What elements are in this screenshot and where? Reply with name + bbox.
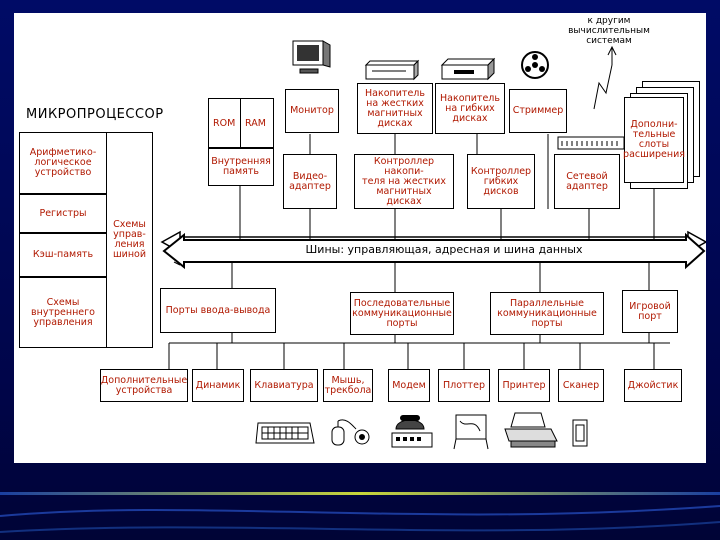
speaker-box: Динамик [192, 369, 244, 402]
bus-control-label: Схемы управ- ления шиной [112, 219, 147, 260]
speaker-label: Динамик [195, 379, 241, 391]
hdd-box: Накопитель на жестких магнитных дисках [357, 83, 433, 134]
printer-box: Принтер [498, 369, 550, 402]
io-ports-box: Порты ввода-вывода [160, 288, 276, 333]
serial-ports-label: Последовательные коммуникационные порты [352, 297, 452, 329]
rom-label: ROM [213, 118, 236, 129]
bus-label: Шины: управляющая, адресная и шина данны… [305, 243, 583, 256]
parallel-ports-box: Параллельные коммуникационные порты [490, 292, 604, 335]
fdd-controller-box: Контроллер гибких дисков [467, 154, 535, 209]
hdd-label: Накопитель на жестких магнитных дисках [365, 87, 425, 129]
modem-label: Модем [392, 379, 426, 391]
network-adapter-box: Сетевой адаптер [554, 154, 620, 209]
network-adapter-label: Сетевой адаптер [566, 170, 608, 192]
registers-box: Регистры [19, 194, 107, 233]
fdd-controller-label: Контроллер гибких дисков [470, 165, 532, 197]
keyboard-label: Клавиатура [254, 379, 314, 391]
parallel-ports-label: Параллельные коммуникационные порты [497, 297, 597, 329]
alu-box: Арифметико- логическое устройство [19, 132, 107, 194]
internal-memory-box: Внутренняя память [208, 148, 274, 186]
slots-box: Дополни- тельные слоты расширения [623, 97, 685, 183]
network-note: к другим вычислительным системам [568, 16, 650, 46]
ram-label: RAM [245, 118, 266, 129]
hdd-controller-label: Контроллер накопи- теля на жестких магни… [362, 155, 446, 207]
printer-label: Принтер [502, 379, 546, 391]
monitor-label: Монитор [290, 105, 334, 116]
video-adapter-label: Видео- адаптер [289, 170, 331, 192]
bus-control-box: Схемы управ- ления шиной [107, 132, 153, 348]
extra-devices-label: Дополнительные устройства [100, 374, 188, 396]
streamer-label: Стриммер [512, 105, 564, 116]
modem-box: Модем [388, 369, 430, 402]
internal-control-box: Схемы внутреннего управления [19, 277, 107, 348]
plotter-icon [453, 414, 489, 450]
spacer [14, 13, 15, 14]
cache-label: Кэш-память [32, 249, 94, 260]
diagram-canvas: к другим вычислительным системам МИКРОПР… [14, 13, 706, 463]
floppy-drive-icon [440, 57, 496, 81]
io-ports-label: Порты ввода-вывода [165, 304, 271, 316]
extra-devices-box: Дополнительные устройства [100, 369, 188, 402]
video-adapter-box: Видео- адаптер [283, 154, 337, 209]
keyboard-box: Клавиатура [250, 369, 318, 402]
rom-ram-divider [240, 99, 241, 147]
fdd-label: Накопитель на гибких дисках [440, 92, 500, 124]
mouse-box: Мышь, трекбола [323, 369, 373, 402]
fdd-box: Накопитель на гибких дисках [435, 83, 505, 134]
scanner-label: Сканер [562, 379, 600, 391]
game-port-label: Игровой порт [629, 300, 671, 322]
connector-lines [137, 45, 706, 369]
monitor-box: Монитор [285, 89, 339, 133]
scanner-box: Сканер [558, 369, 604, 402]
alu-label: Арифметико- логическое устройство [29, 147, 97, 178]
printer-icon [504, 412, 558, 448]
joystick-label: Джойстик [627, 379, 679, 391]
tape-reel-icon [521, 51, 549, 79]
scanner-icon [572, 419, 588, 447]
mouse-label: Мышь, трекбола [324, 374, 372, 396]
cache-box: Кэш-память [19, 233, 107, 277]
keyboard-icon [255, 422, 315, 444]
streamer-box: Стриммер [509, 89, 567, 133]
hard-disk-icon [364, 59, 420, 81]
registers-label: Регистры [39, 207, 87, 219]
game-port-box: Игровой порт [622, 290, 678, 333]
footer-decoration [0, 492, 720, 533]
slots-label: Дополни- тельные слоты расширения [623, 119, 685, 160]
mouse-icon [331, 419, 370, 446]
plotter-box: Плоттер [438, 369, 490, 402]
serial-ports-box: Последовательные коммуникационные порты [350, 292, 454, 335]
internal-control-label: Схемы внутреннего управления [31, 296, 95, 328]
internal-memory-label: Внутренняя память [211, 156, 271, 177]
modem-icon [391, 415, 433, 448]
plotter-label: Плоттер [443, 379, 485, 391]
monitor-icon [292, 40, 331, 74]
microprocessor-title: МИКРОПРОЦЕССОР [26, 107, 164, 122]
joystick-box: Джойстик [624, 369, 682, 402]
rom-ram-box: ROM RAM [208, 98, 274, 148]
hdd-controller-box: Контроллер накопи- теля на жестких магни… [354, 154, 454, 209]
